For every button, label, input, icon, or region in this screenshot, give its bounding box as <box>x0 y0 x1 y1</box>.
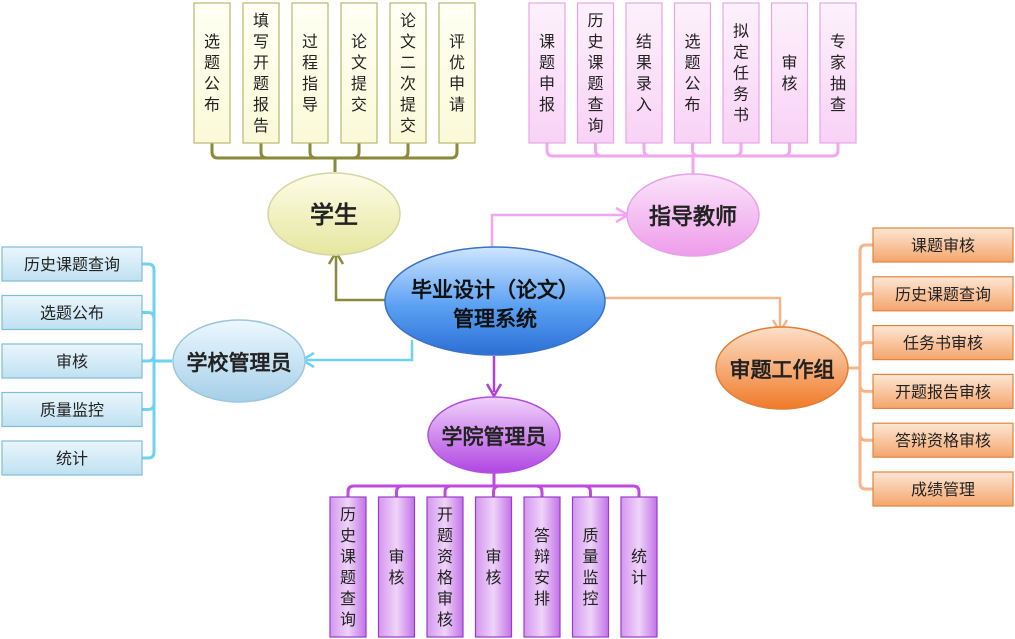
review-group-item-box-label: 任务书审核 <box>903 334 983 353</box>
college-admin-item-box-label: 统计 <box>631 547 647 587</box>
role-teacher-label: 指导教师 <box>649 204 737 230</box>
student-item-box: 填写开题报告 <box>242 2 280 144</box>
college-admin-item-box: 质量监控 <box>571 496 610 638</box>
arrow-college-admin-icon <box>485 383 503 399</box>
review-group-item-box: 任务书审核 <box>872 325 1014 361</box>
teacher-item-boxes: 课题申报 历史课题查询 结果录入 选题公布 拟定任务书 审核 专家抽查 <box>528 2 857 144</box>
teacher-item-box-label: 专家抽查 <box>830 32 846 114</box>
college-admin-branch-lines <box>346 473 641 497</box>
center-title-line2: 管理系统 <box>453 307 537 331</box>
teacher-item-box: 专家抽查 <box>819 2 857 144</box>
role-teacher-node: 指导教师 <box>626 173 760 257</box>
school-admin-item-box-label: 审核 <box>56 352 88 371</box>
college-admin-item-box: 历史课题查询 <box>329 496 367 638</box>
college-admin-item-box-label: 开题资格审核 <box>437 505 453 629</box>
review-group-item-box-label: 成绩管理 <box>911 480 975 499</box>
college-admin-item-box-label: 质量监控 <box>582 526 598 608</box>
student-item-box-label: 填写开题报告 <box>253 11 269 135</box>
student-item-box: 选题公布 <box>193 2 231 144</box>
review-group-item-box: 成绩管理 <box>872 471 1014 507</box>
teacher-item-box: 拟定任务书 <box>722 2 760 144</box>
review-group-branch-lines <box>848 243 873 491</box>
student-item-box-label: 选题公布 <box>204 32 220 114</box>
teacher-item-box-label: 选题公布 <box>684 32 700 114</box>
college-admin-item-box-label: 历史课题查询 <box>340 505 356 629</box>
college-admin-item-box: 统计 <box>620 496 658 638</box>
review-group-item-box-label: 历史课题查询 <box>895 285 991 304</box>
role-college-admin-label: 学院管理员 <box>442 425 547 449</box>
teacher-item-box: 历史课题查询 <box>576 2 615 144</box>
college-admin-item-boxes: 历史课题查询 审核 开题资格审核 审核 答辩安排 质量监控 统计 <box>329 496 658 638</box>
college-admin-item-box: 答辩安排 <box>523 496 561 638</box>
college-admin-item-box-label: 审核 <box>388 547 404 587</box>
college-admin-item-box: 审核 <box>474 496 513 638</box>
teacher-item-box: 审核 <box>770 2 809 144</box>
student-item-box: 评优申请 <box>438 2 476 144</box>
connector-center-student <box>334 256 388 302</box>
center-title-line1: 毕业设计（论文） <box>411 278 579 302</box>
teacher-item-box: 选题公布 <box>673 2 712 144</box>
school-admin-item-box: 历史课题查询 <box>1 246 143 282</box>
school-admin-item-box-label: 选题公布 <box>40 304 104 323</box>
school-admin-item-box: 选题公布 <box>1 294 143 331</box>
school-admin-item-box: 审核 <box>1 343 143 379</box>
student-item-boxes: 选题公布 填写开题报告 过程指导 论文提交 论文二次提交 评优申请 <box>193 2 476 144</box>
student-item-box-label: 论文二次提交 <box>400 11 416 135</box>
student-item-box-label: 评优申请 <box>449 32 465 114</box>
student-item-box: 论文二次提交 <box>389 2 427 144</box>
student-item-box: 论文提交 <box>340 2 378 144</box>
review-group-item-box-label: 答辩资格审核 <box>895 431 991 450</box>
role-college-admin-node: 学院管理员 <box>427 396 561 474</box>
teacher-item-box: 结果录入 <box>625 2 663 144</box>
teacher-item-box-label: 历史课题查询 <box>587 11 603 135</box>
teacher-item-box-label: 拟定任务书 <box>733 22 749 125</box>
school-admin-item-box: 质量监控 <box>1 391 143 428</box>
review-group-item-box: 答辩资格审核 <box>872 422 1014 458</box>
student-item-box: 过程指导 <box>291 2 329 144</box>
school-admin-item-box: 统计 <box>1 440 143 476</box>
student-item-box-label: 过程指导 <box>302 32 318 114</box>
review-group-item-box: 开题报告审核 <box>872 373 1014 409</box>
school-admin-item-box-label: 历史课题查询 <box>24 255 120 274</box>
teacher-item-box: 课题申报 <box>528 2 566 144</box>
school-admin-branch-lines <box>142 262 172 460</box>
teacher-branch-lines <box>545 143 840 174</box>
teacher-item-box-label: 结果录入 <box>636 32 652 114</box>
college-admin-item-box: 开题资格审核 <box>426 496 464 638</box>
school-admin-item-box-label: 统计 <box>56 449 88 468</box>
review-group-item-box: 历史课题查询 <box>872 276 1014 312</box>
teacher-item-box-label: 审核 <box>781 53 797 93</box>
role-review-group-node: 审题工作组 <box>715 326 849 410</box>
connector-center-teacher <box>490 213 626 247</box>
center-system-node: 毕业设计（论文） 管理系统 <box>384 246 606 356</box>
role-school-admin-node: 学校管理员 <box>172 319 306 403</box>
review-group-item-box: 课题审核 <box>872 227 1014 263</box>
role-student-label: 学生 <box>310 201 358 229</box>
school-admin-item-box-label: 质量监控 <box>40 401 104 420</box>
student-branch-lines <box>210 143 459 172</box>
role-student-node: 学生 <box>267 172 401 256</box>
college-admin-item-box-label: 答辩安排 <box>534 526 550 608</box>
role-school-admin-label: 学校管理员 <box>187 351 292 375</box>
student-item-box-label: 论文提交 <box>351 32 367 114</box>
review-group-item-box-label: 课题审核 <box>911 236 975 255</box>
college-admin-item-box-label: 审核 <box>485 547 501 587</box>
connector-center-school-admin <box>306 340 414 362</box>
teacher-item-box-label: 课题申报 <box>539 32 555 114</box>
connector-center-review-group <box>604 296 782 328</box>
college-admin-item-box: 审核 <box>377 496 416 638</box>
role-review-group-label: 审题工作组 <box>730 358 835 382</box>
review-group-item-box-label: 开题报告审核 <box>895 382 991 401</box>
